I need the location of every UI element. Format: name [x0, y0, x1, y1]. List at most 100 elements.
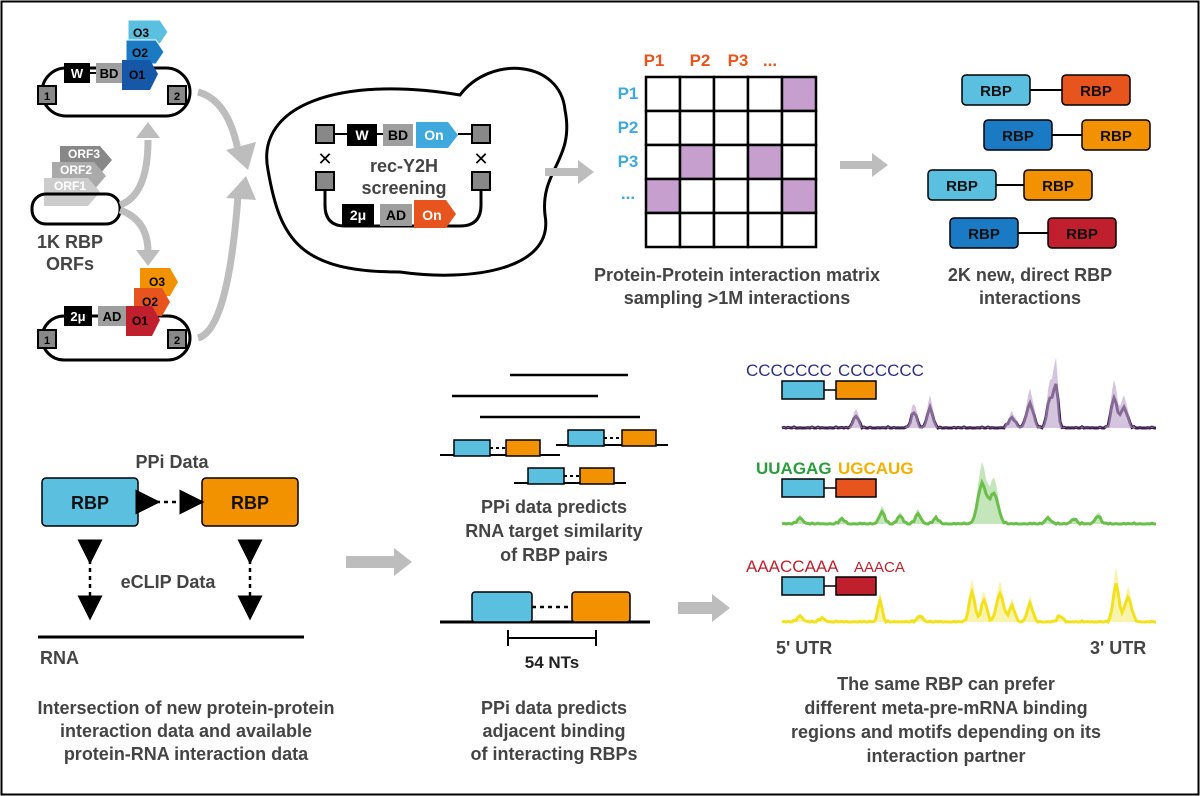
matrix-cell	[712, 177, 750, 215]
matrix-cell	[644, 75, 682, 113]
yeast-mu-label: 2μ	[350, 207, 366, 223]
library-label-2: ORFs	[46, 254, 94, 274]
motif-2a: UUAGAG	[756, 459, 832, 478]
matrix-caption-2: sampling >1M interactions	[624, 288, 851, 308]
marker-2-top: 2	[174, 91, 180, 103]
read-overlap-sketch	[440, 373, 668, 485]
rbp-right-label: RBP	[231, 493, 269, 513]
arrow-to-middle	[346, 548, 412, 576]
matrix-cell	[678, 177, 716, 215]
yeast-on-bottom: On	[422, 207, 441, 223]
orf-library: ORF3 ORF2 ORF1 1K RBP ORFs	[30, 146, 122, 274]
matrix-cell	[678, 109, 716, 147]
utr3-label: 3' UTR	[1090, 638, 1146, 658]
rbp-pairs: RBP RBP RBP RBP RBP RBP RBP RBP	[927, 74, 1151, 249]
matrix-cell	[644, 143, 682, 181]
matrix-cell-hit	[780, 177, 818, 215]
yeast-cross-left: ✕	[317, 149, 332, 169]
middle-caption-top-3: of RBP pairs	[500, 545, 608, 565]
ppi-caption-1: Intersection of new protein-protein	[37, 698, 334, 718]
rbp-pair-4: RBP RBP	[949, 217, 1117, 249]
matrix-caption-1: Protein-Protein interaction matrix	[594, 265, 880, 285]
svg-text:RBP: RBP	[980, 83, 1012, 100]
o2-label-prey: O2	[142, 295, 158, 309]
matrix-cell	[746, 211, 784, 249]
yeast-label-1: rec-Y2H	[370, 156, 438, 176]
svg-text:RBP: RBP	[1080, 83, 1112, 100]
library-label-1: 1K RBP	[37, 232, 103, 252]
tracks-caption-3: regions and motifs depending on its	[791, 722, 1101, 742]
arrow-to-matrix	[545, 160, 594, 184]
matrix-cell	[712, 75, 750, 113]
arrow-to-tracks	[678, 594, 730, 622]
plasmid-to-yeast-arrows	[196, 88, 242, 342]
matrix-cell-hit	[746, 143, 784, 181]
ad-label-prey: AD	[103, 309, 122, 324]
track-green	[781, 478, 1156, 526]
tracks-caption-1: The same RBP can prefer	[837, 674, 1055, 694]
svg-text:RBP: RBP	[1002, 128, 1034, 145]
mu-label-prey: 2μ	[70, 309, 85, 324]
matrix-cell	[712, 143, 750, 181]
motif-3a: AAACCAAA	[746, 557, 839, 576]
tracks-caption-4: interaction partner	[866, 746, 1025, 766]
matrix-cell	[780, 211, 818, 249]
matrix-col-label-p2: P2	[690, 51, 711, 70]
o2-label: O2	[132, 46, 148, 60]
o1-label-prey: O1	[132, 314, 148, 328]
ppi-caption-2: interaction data and available	[60, 721, 312, 741]
orf3-label: ORF3	[68, 147, 100, 161]
library-arrows	[118, 139, 152, 253]
orf1-label: ORF1	[54, 179, 86, 193]
matrix-cell	[780, 109, 818, 147]
matrix-cell	[644, 211, 682, 249]
motif-1a: CCCCCCC	[746, 361, 832, 380]
yeast-cross-right: ✕	[473, 149, 488, 169]
marker-2-bottom: 2	[174, 335, 180, 347]
matrix-col-label-more: ...	[763, 51, 777, 70]
interaction-matrix	[644, 75, 818, 249]
orf2-label: ORF2	[60, 163, 92, 177]
rbp-pair-1: RBP RBP	[961, 74, 1131, 106]
track1-rbp-b	[835, 380, 877, 400]
svg-text:RBP: RBP	[946, 178, 978, 195]
matrix-cell-hit	[644, 177, 682, 215]
utr5-label: 5' UTR	[776, 638, 832, 658]
yeast-ad-label: AD	[386, 207, 406, 223]
svg-text:RBP: RBP	[1066, 226, 1098, 243]
marker-1-bottom: 1	[44, 335, 50, 347]
ppi-data-label: PPi Data	[135, 452, 209, 472]
matrix-cell	[644, 109, 682, 147]
tracks-caption-2: different meta-pre-mRNA binding	[804, 698, 1087, 718]
yeast-w-label: W	[355, 127, 369, 143]
svg-text:RBP: RBP	[1042, 178, 1074, 195]
distance-label: 54 NTs	[525, 653, 580, 672]
o3-label-prey: O3	[149, 275, 165, 289]
matrix-cell	[746, 109, 784, 147]
eclip-data-label: eCLIP Data	[121, 572, 217, 592]
middle-caption-bottom-2: adjacent binding	[482, 721, 625, 741]
matrix-cell	[678, 211, 716, 249]
pairs-caption-1: 2K new, direct RBP	[948, 265, 1112, 285]
track2-rbp-b	[835, 478, 877, 498]
track1-rbp-a	[781, 380, 825, 400]
matrix-cell	[712, 211, 750, 249]
track-yellow	[781, 583, 1156, 625]
yeast-cell: W BD On ✕ ✕ rec-Y2H screening 2μ AD On	[265, 66, 569, 277]
rna-label: RNA	[40, 648, 79, 668]
matrix-row-label-p1: P1	[618, 84, 639, 103]
bait-plasmid: O3 O2 O1 W BD 1 2	[37, 19, 192, 118]
motif-1b: CCCCCCC	[838, 361, 924, 380]
yeast-bd-label: BD	[388, 127, 408, 143]
middle-caption-bottom-3: of interacting RBPs	[470, 744, 637, 764]
motif-2b: UGCAUG	[838, 459, 914, 478]
svg-text:RBP: RBP	[968, 226, 1000, 243]
middle-caption-bottom-1: PPi data predicts	[481, 698, 627, 718]
matrix-row-label-more: ...	[621, 184, 635, 203]
motif-2a-group: UUAGAG	[756, 459, 832, 478]
matrix-cell-hit	[780, 75, 818, 113]
middle-caption-top-1: PPi data predicts	[481, 497, 627, 517]
middle-caption-top-2: RNA target similarity	[465, 521, 642, 541]
